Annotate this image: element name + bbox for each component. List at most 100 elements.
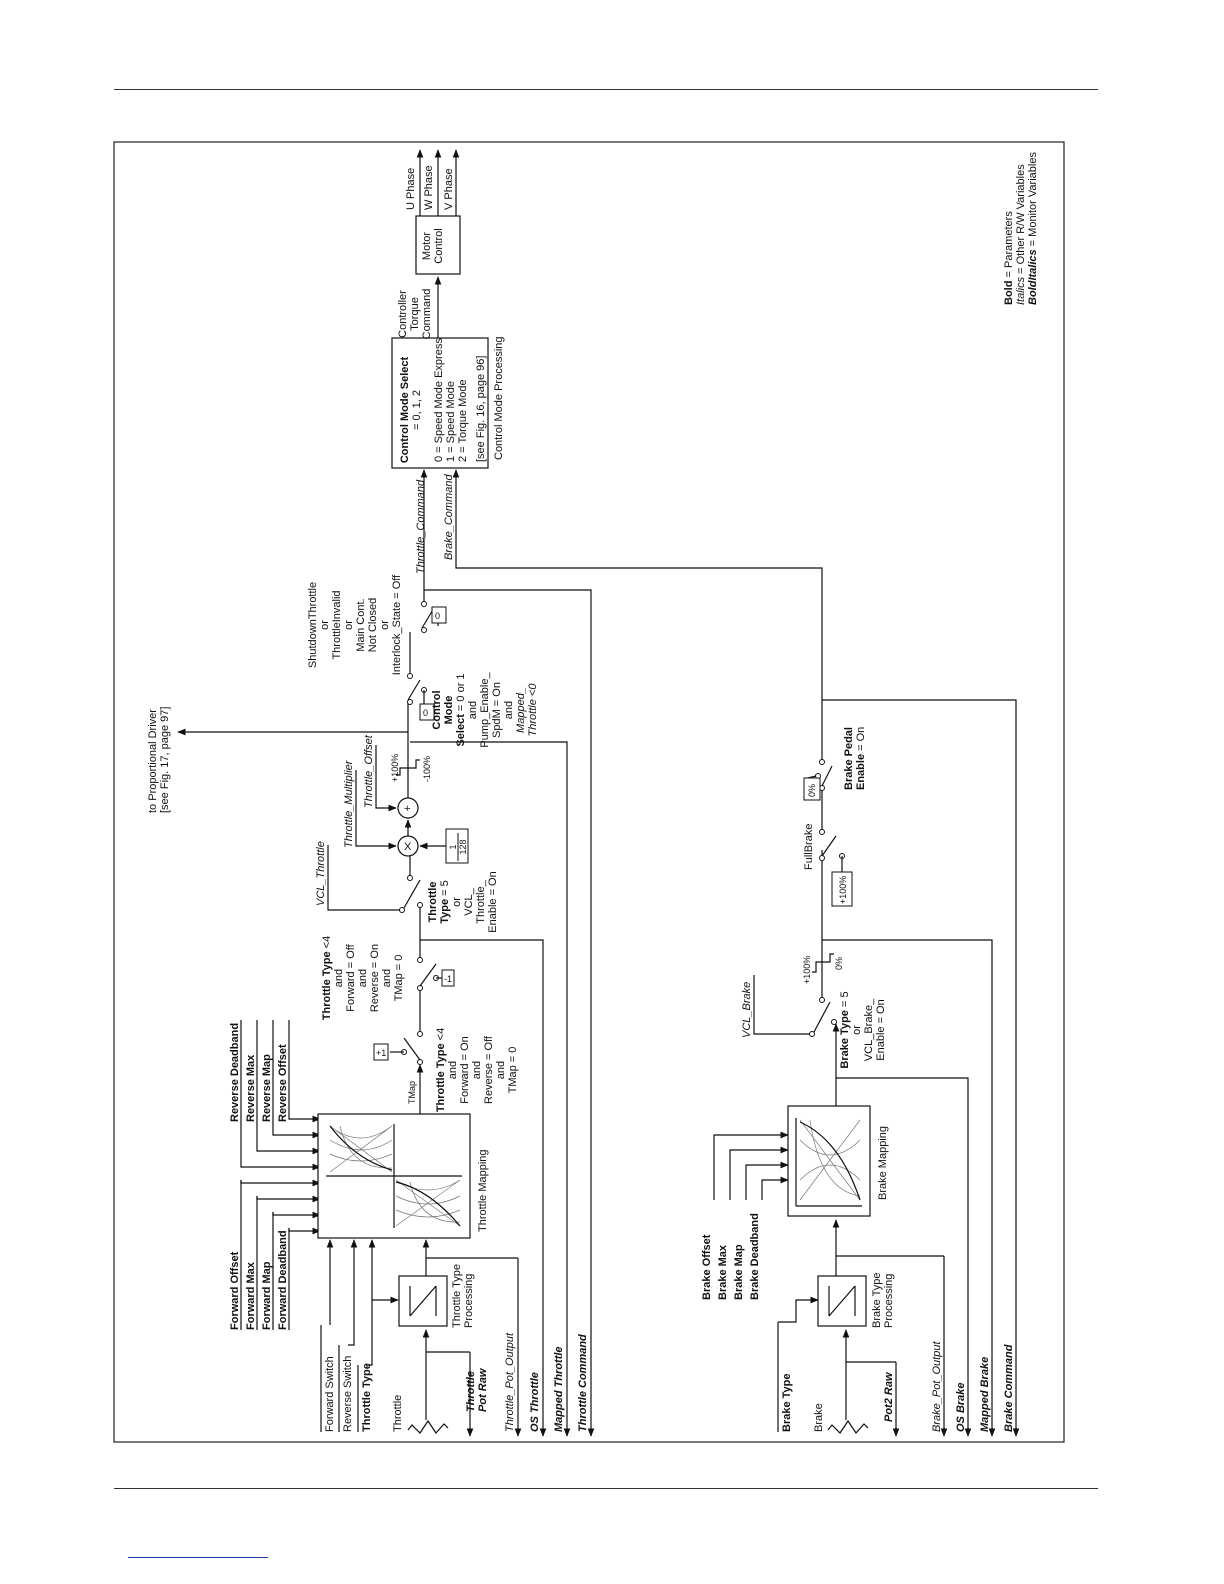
forward-max-label: Forward Max <box>245 1261 257 1330</box>
cm-cond-and-2: and <box>503 701 515 719</box>
sd-cond-or-1: or <box>319 620 331 630</box>
legend-bolditalic-key: BoldItalics <box>1027 249 1039 305</box>
brake-type-processing-label-2: Processing <box>883 1274 895 1328</box>
rev-cond-reverse-on: Reverse = On <box>369 944 381 1012</box>
control-mode-sub: = 0, 1, 2 <box>411 390 423 430</box>
legend: Bold = Parameters Italics = Other R/W Va… <box>1003 152 1039 305</box>
forward-switch-box-label: +1 <box>376 1048 386 1058</box>
brake-mapping-label: Brake Mapping <box>877 1126 889 1200</box>
control-mode-2: 2 = Torque Mode <box>457 379 469 462</box>
pedal-cond-enable: Enable <box>855 754 867 790</box>
reverse-max-label: Reverse Max <box>245 1054 257 1122</box>
throttle-pot-output-label: Throttle_Pot_Output <box>504 1332 516 1432</box>
reverse-switch-label: Reverse Switch <box>342 1356 354 1432</box>
throttle-command-monitor-label: Throttle Command <box>577 1334 589 1432</box>
brake-pot-icon <box>827 1329 896 1434</box>
brake-pedal-switch: 0% <box>803 700 833 801</box>
rev-cond-lt4: <4 <box>321 936 333 952</box>
torque-cmd-label-1: Controller <box>397 290 409 338</box>
reverse-map-label: Reverse Map <box>261 1054 273 1122</box>
brake-vcl-cond-enable: Enable = On <box>875 999 887 1060</box>
header-rule <box>114 89 1098 90</box>
cm-cond-mapped: Mapped_ <box>515 687 527 733</box>
prop-driver-label-2: [see Fig. 17, page 97] <box>159 707 171 813</box>
u-phase-label: U Phase <box>405 168 417 210</box>
w-phase-label: W Phase <box>423 165 435 210</box>
forward-direction-switch: +1 <box>373 990 423 1065</box>
brake-input-label: Brake <box>813 1403 825 1432</box>
motor-control-label-1: Motor <box>421 232 433 260</box>
vcl-cond-type: Type <box>439 899 451 924</box>
vcl-brake-switch <box>809 850 837 1037</box>
legend-bold-desc: = Parameters <box>1003 211 1015 281</box>
rev-cond-forward-off: Forward = Off <box>345 943 357 1011</box>
throttle-input-label: Throttle <box>392 1395 404 1432</box>
sd-cond-or-2: or <box>343 620 355 630</box>
brake-vcl-cond-or: or <box>851 1025 863 1035</box>
vcl-cond-enable: Enable = On <box>487 871 499 932</box>
sd-cond-interlock: Interlock_State = Off <box>391 574 403 675</box>
forward-deadband-label: Forward Deadband <box>277 1230 289 1330</box>
throttle-offset-label: Throttle_Offset <box>363 734 375 808</box>
os-throttle-label: OS Throttle <box>529 1372 541 1432</box>
sd-cond-invalid: ThrottleInvalid <box>331 590 343 659</box>
brake-vcl-cond-type: Brake Type <box>839 1010 851 1069</box>
reverse-switch-box-label: -1 <box>444 974 452 984</box>
throttle-pot-icon <box>407 1329 470 1434</box>
brake-vcl-cond-vcl: VCL_Brake_ <box>863 998 875 1061</box>
vcl-cond-throttle2: Throttle_ <box>475 879 487 923</box>
brake-clip-limiter: +100% 0% <box>802 953 844 984</box>
throttle-type-label: Throttle Type <box>361 1363 373 1432</box>
sd-cond-main-cont: Main Cont. <box>355 598 367 651</box>
fwd-cond-and-2: and <box>471 1061 483 1079</box>
footer-link-underline[interactable] <box>128 1557 268 1558</box>
fraction-box <box>445 828 469 864</box>
control-mode-1: 1 = Speed Mode <box>445 381 457 462</box>
shutdown-zero-switch: 0 <box>420 469 447 633</box>
throttle-command-var-label: Throttle_Command <box>415 479 427 574</box>
vcl-throttle-switch <box>399 852 423 913</box>
rev-cond-and-3: and <box>381 969 393 987</box>
cm-cond-mode: Mode <box>443 696 455 725</box>
throttle-clip-low: -100% <box>422 756 432 782</box>
cm-cond-eq: = 0 or 1 <box>455 673 467 714</box>
throttle-pot-raw-label-2: Pot Raw <box>477 1367 489 1412</box>
forward-offset-label: Forward Offset <box>229 1251 241 1330</box>
svg-text:Italics = Other R/W Variables: Italics = Other R/W Variables <box>1015 164 1027 305</box>
pedal-cond-on: = On <box>855 727 867 754</box>
brake-command-monitor-label: Brake Command <box>1003 1344 1015 1432</box>
fwd-cond-lt4: <4 <box>435 1028 447 1044</box>
svg-text:Bold = Parameters: Bold = Parameters <box>1003 211 1015 305</box>
forward-switch-label: Forward Switch <box>324 1356 336 1432</box>
fwd-cond-and-1: and <box>447 1061 459 1079</box>
control-mode-zero-box: 0 <box>423 708 428 718</box>
fullbrake-switch: +100% <box>819 790 853 907</box>
vcl-cond-vcl: VCL_ <box>463 887 475 915</box>
throttle-multiplier-label: Throttle_Multiplier <box>343 759 355 848</box>
brake-type-label: Brake Type <box>781 1374 793 1433</box>
torque-cmd-label-2: Torque <box>409 297 421 331</box>
svg-text:Brake Type = 5: Brake Type = 5 <box>839 991 851 1068</box>
tmap-label: TMap <box>407 1081 417 1104</box>
reverse-offset-label: Reverse Offset <box>277 1044 289 1122</box>
sd-cond-shutdown: ShutdownThrottle <box>307 582 319 668</box>
svg-text:Throttle Type <4: Throttle Type <4 <box>435 1028 447 1112</box>
cm-cond-control: Control <box>431 690 443 729</box>
svg-text:Throttle Type <4: Throttle Type <4 <box>321 936 333 1020</box>
throttle-type-processing-label-2: Processing <box>463 1274 475 1328</box>
fullbrake-label: FullBrake <box>803 824 815 870</box>
mapped-throttle-label: Mapped Throttle <box>553 1346 565 1432</box>
cm-cond-pump: Pump_Enable_ <box>479 672 491 748</box>
cm-cond-and-1: and <box>467 701 479 719</box>
svg-text:Enable = On: Enable = On <box>855 727 867 790</box>
throttle-mapping-label: Throttle Mapping <box>477 1149 489 1232</box>
fwd-cond-forward-on: Forward = On <box>459 1036 471 1104</box>
cm-cond-throttle-lt0: Throttle <0 <box>527 683 539 737</box>
control-mode-see: [see Fig. 16, page 96] <box>475 356 487 462</box>
pot2-raw-label: Pot2 Raw <box>883 1371 895 1422</box>
reverse-direction-switch: -1 <box>417 905 455 991</box>
cm-cond-select: Select <box>455 714 467 747</box>
control-mode-0: 0 = Speed Mode Express <box>433 338 445 462</box>
add-symbol: + <box>404 803 410 815</box>
fwd-cond-throttle-type: Throttle Type <box>435 1043 447 1112</box>
